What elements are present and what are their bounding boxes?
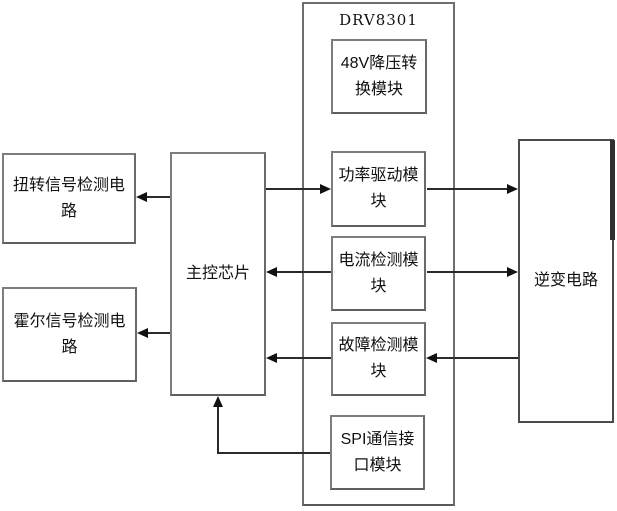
block-spi-interface: SPI通信接 口模块	[330, 415, 425, 490]
connector-current-to-inverter-arrowhead-icon	[507, 267, 518, 277]
connector-inverter-to-fault-arrowhead-icon	[426, 353, 437, 363]
connector-mcu-to-hall-arrowhead-icon	[137, 328, 148, 338]
block-main-control-chip: 主控芯片	[170, 152, 266, 396]
block-inverter: 逆变电路	[518, 139, 614, 423]
block-power-drive-label: 功率驱动模 块	[338, 167, 419, 210]
connector-spi-to-mcu-vline	[217, 406, 219, 454]
block-fault-detect-label: 故障检测模 块	[338, 337, 419, 380]
block-spi-interface-label: SPI通信接 口模块	[340, 430, 415, 474]
connector-mcu-to-torsion-line	[146, 196, 170, 198]
block-current-detect: 电流检测模 块	[331, 236, 426, 311]
connector-inverter-to-fault-line	[437, 357, 518, 359]
connector-mcu-to-power-line	[266, 188, 322, 190]
block-buck-converter-label: 48V降压转 换模块	[340, 54, 418, 98]
block-buck-converter: 48V降压转 换模块	[331, 39, 427, 114]
block-inverter-label: 逆变电路	[533, 272, 598, 289]
connector-mcu-to-hall-line	[147, 332, 170, 334]
connector-fault-to-mcu-arrowhead-icon	[266, 353, 277, 363]
block-hall-signal-detect-label: 霍尔信号检测电 路	[13, 312, 126, 356]
drv8301-group-label: DRV8301	[339, 11, 418, 29]
connector-spi-to-mcu-arrowhead-icon	[213, 396, 223, 407]
inverter-right-edge-scan-artifact	[610, 140, 615, 240]
connector-mcu-to-torsion-arrowhead-icon	[136, 192, 147, 202]
block-power-drive: 功率驱动模 块	[331, 151, 426, 227]
block-hall-signal-detect: 霍尔信号检测电 路	[2, 287, 137, 382]
connector-current-to-mcu-line	[276, 271, 331, 273]
connector-current-to-inverter-line	[427, 271, 509, 273]
connector-power-to-inverter-arrowhead-icon	[507, 184, 518, 194]
connector-spi-to-mcu-hline	[218, 452, 330, 454]
block-torsion-signal-detect-label: 扭转信号检测电 路	[12, 176, 125, 220]
connector-current-to-mcu-arrowhead-icon	[266, 267, 277, 277]
connector-power-to-inverter-line	[427, 188, 510, 190]
block-main-control-chip-label: 主控芯片	[185, 265, 250, 282]
block-fault-detect: 故障检测模 块	[331, 322, 426, 396]
connector-fault-to-mcu-line	[276, 357, 331, 359]
block-torsion-signal-detect: 扭转信号检测电 路	[2, 153, 136, 244]
block-current-detect-label: 电流检测模 块	[338, 251, 419, 295]
connector-mcu-to-power-arrowhead-icon	[320, 184, 331, 194]
